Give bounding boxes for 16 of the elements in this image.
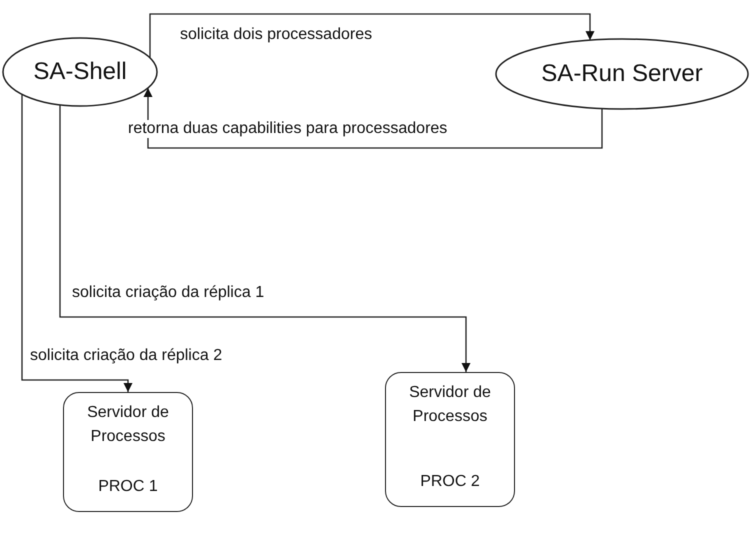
edge-label: solicita dois processadores (180, 26, 372, 44)
node-label: Servidor de Processos (408, 383, 492, 427)
node-label: SA-Run Server (541, 60, 703, 88)
node-label: PROC 2 (420, 472, 480, 492)
edge-label: retorna duas capabilities para processadores (128, 120, 448, 138)
edge-label: solicita criação da réplica 1 (72, 284, 264, 302)
process-box (63, 392, 193, 512)
edge-label: solicita criação da réplica 2 (30, 347, 222, 365)
node-label: PROC 1 (98, 477, 158, 497)
node-label: Servidor de Processos (86, 403, 170, 447)
node-label: SA-Shell (33, 58, 127, 86)
arrow (59, 104, 470, 372)
arrow (21, 94, 132, 392)
process-box (385, 372, 515, 507)
arrow (144, 88, 603, 149)
arrow (149, 13, 594, 58)
